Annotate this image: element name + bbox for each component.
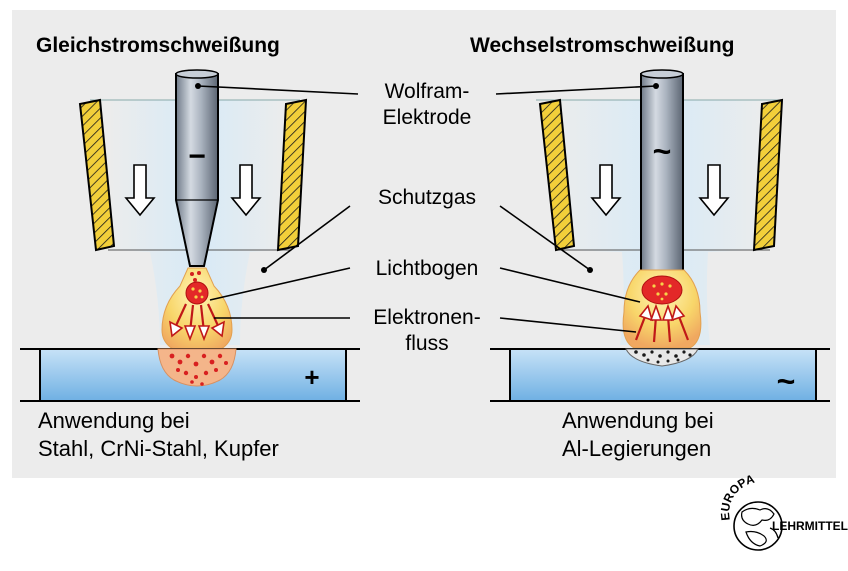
publisher-logo: EUROPA LEHRMITTEL <box>718 472 848 551</box>
ac-gas-arrow-left <box>590 164 622 217</box>
globe-icon <box>733 501 783 551</box>
ac-workpiece-polarity: ~ <box>777 363 796 399</box>
ac-oxide-particles <box>634 350 692 364</box>
ac-caption-line2: Al-Legierungen <box>562 436 711 461</box>
ac-welding-group: ~ ~ <box>490 69 830 402</box>
ac-gas-arrow-right <box>698 164 730 217</box>
label-arc: Lichtbogen <box>376 257 479 280</box>
dc-title: Gleichstromschweißung <box>36 34 280 57</box>
dc-welding-group: − <box>20 69 360 402</box>
dc-electrode-polarity: − <box>188 140 206 173</box>
dc-workpiece-polarity: + <box>304 362 319 392</box>
dc-pool-droplets <box>169 353 228 386</box>
label-shielding-gas: Schutzgas <box>378 186 476 209</box>
ac-electron-flow-arrows <box>634 303 690 343</box>
ac-caption-line1: Anwendung bei <box>562 408 714 433</box>
dc-weld-pool <box>157 348 237 387</box>
dc-electron-flow-arrows <box>168 303 226 342</box>
logo-lehrmittel: LEHRMITTEL <box>772 519 848 533</box>
dc-gas-arrow-right <box>230 164 262 217</box>
leader-lines <box>197 85 657 333</box>
ac-nozzle-right <box>752 98 784 252</box>
dc-caption-line2: Stahl, CrNi-Stahl, Kupfer <box>38 436 279 461</box>
label-electrode-line2: Elektrode <box>383 106 472 129</box>
ac-title: Wechselstromschweißung <box>470 34 735 57</box>
label-electrode-line1: Wolfram- <box>385 80 470 103</box>
dc-gas-arrow-left <box>124 164 156 217</box>
leader-dots <box>195 83 659 273</box>
dc-nozzle-right <box>276 98 308 252</box>
ac-electrode-polarity: ~ <box>653 133 672 169</box>
label-electron-flow-line1: Elektronen- <box>373 306 480 329</box>
ac-tungsten-electrode <box>640 73 684 273</box>
ac-nozzle-left <box>538 98 576 252</box>
label-electron-flow-line2: fluss <box>405 332 448 355</box>
dc-nozzle-left <box>78 98 116 252</box>
dc-caption-line1: Anwendung bei <box>38 408 190 433</box>
